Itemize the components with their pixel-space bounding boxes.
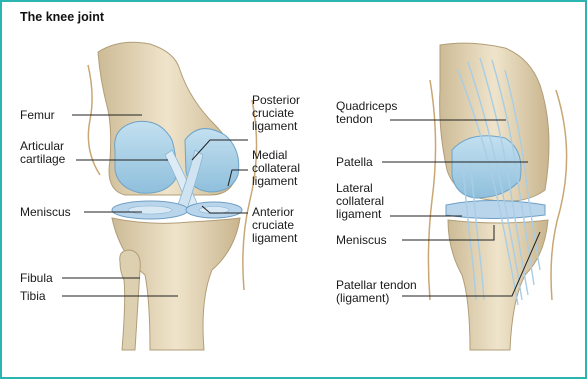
label-femur: Femur <box>20 109 55 122</box>
label-medial-collateral-ligament: Medial collateral ligament <box>252 149 300 188</box>
label-patella: Patella <box>336 156 373 169</box>
label-patellar-tendon: Patellar tendon (ligament) <box>336 279 417 305</box>
label-meniscus-side: Meniscus <box>336 234 387 247</box>
label-tibia: Tibia <box>20 290 46 303</box>
label-meniscus-front: Meniscus <box>20 206 71 219</box>
label-articular-cartilage: Articular cartilage <box>20 140 65 166</box>
label-quadriceps-tendon: Quadriceps tendon <box>336 100 397 126</box>
label-lateral-collateral-ligament: Lateral collateral ligament <box>336 182 384 221</box>
front-view-knee <box>88 42 257 350</box>
side-view-knee <box>428 43 566 350</box>
fibula-bone <box>120 250 141 350</box>
label-anterior-cruciate-ligament: Anterior cruciate ligament <box>252 206 297 245</box>
label-posterior-cruciate-ligament: Posterior cruciate ligament <box>252 94 300 133</box>
label-fibula: Fibula <box>20 272 53 285</box>
